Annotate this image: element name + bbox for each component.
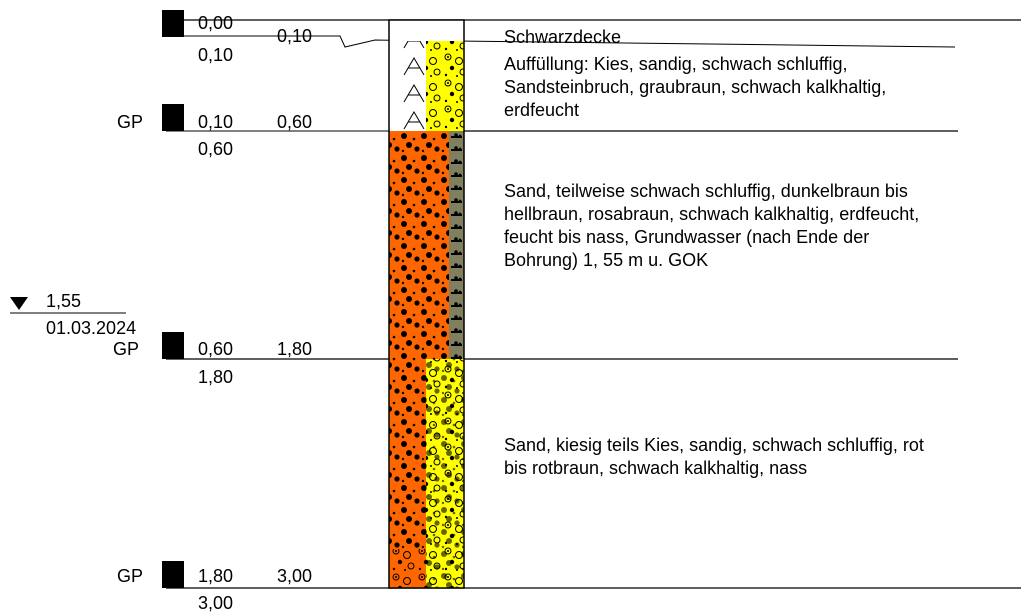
sample-from-1: 0,10	[198, 112, 234, 132]
sample-marker-1	[162, 104, 184, 131]
sample-to-1: 0,60	[277, 112, 313, 132]
layer-description-sand: Sand, teilweise schwach schluffig, dunke…	[504, 181, 920, 270]
layer-sand-olive-pattern	[449, 131, 464, 359]
boundary-line-asphalt	[258, 35, 956, 48]
layer-description-asphalt: Schwarzdecke	[504, 27, 622, 47]
depth-label-fill-top: 0,10	[198, 45, 234, 65]
depth-marker-top	[162, 10, 184, 37]
sample-code-1: GP	[117, 112, 144, 132]
layer-fill-left-pattern	[389, 41, 426, 131]
groundwater-date: 01.03.2024	[46, 318, 137, 338]
sample-from-3: 1,80	[198, 566, 234, 586]
layer-gravel-yellow-dots	[426, 359, 464, 588]
layer-description-fill: Auffüllung: Kies, sandig, schwach schluf…	[504, 54, 887, 120]
sample-from-2: 0,60	[198, 339, 234, 359]
layer-description-gravel: Sand, kiesig teils Kies, sandig, schwach…	[504, 435, 924, 478]
layer-asphalt	[389, 20, 464, 44]
sample-marker-3	[162, 561, 184, 588]
depth-label-base: 3,00	[198, 593, 234, 613]
groundwater-triangle-icon	[10, 297, 28, 310]
sample-to-3: 3,00	[277, 566, 313, 586]
sample-to-2: 1,80	[277, 339, 313, 359]
sample-code-3: GP	[117, 566, 144, 586]
groundwater-depth: 1,55	[46, 291, 82, 311]
layer-sand-orange-pattern	[389, 131, 449, 359]
layer-gravel-orange-pattern	[389, 359, 426, 549]
sample-marker-2	[162, 332, 184, 359]
depth-label-top: 0,00	[198, 13, 234, 33]
layer-gravel-orange-bottom	[389, 549, 426, 588]
depth-label-asphalt-base: 0,10	[277, 26, 313, 46]
borehole-column-outline	[388, 19, 465, 589]
layer-fill-right-pattern	[426, 41, 464, 131]
depth-label-gravel-top: 1,80	[198, 367, 234, 387]
sample-code-2: GP	[113, 339, 140, 359]
depth-label-sand-top: 0,60	[198, 139, 234, 159]
